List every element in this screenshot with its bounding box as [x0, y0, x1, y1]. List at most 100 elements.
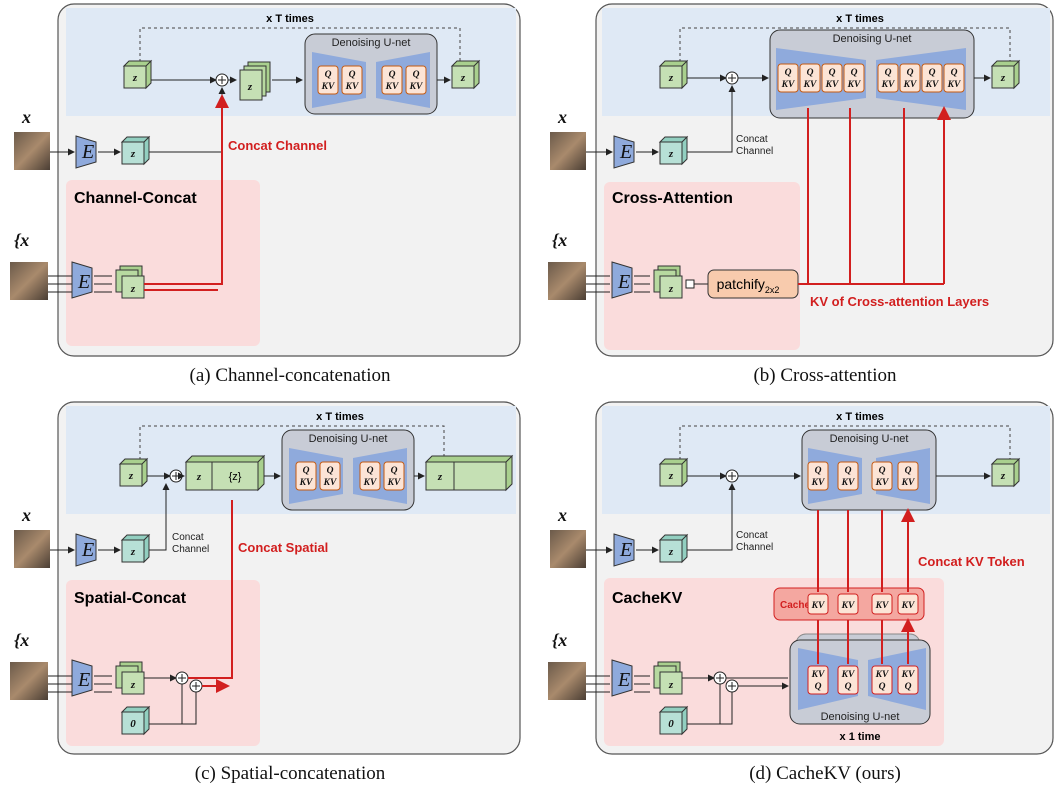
x-ref-label: {x	[14, 630, 29, 650]
qkv-token: QKV	[807, 461, 829, 491]
svg-text:Q: Q	[389, 70, 396, 80]
zt1-block: z	[424, 454, 514, 492]
svg-text:Q: Q	[391, 466, 398, 476]
red-arrow	[188, 500, 232, 686]
svg-text:Q: Q	[879, 466, 886, 476]
qkv-token: Q KV	[877, 63, 899, 93]
encoder-icon	[611, 261, 633, 299]
loop-label: x T times	[836, 411, 884, 423]
svg-text:Q: Q	[951, 68, 958, 78]
kv-label: KV of Cross-attention Layers	[810, 294, 989, 309]
svg-text:z: z	[247, 81, 253, 93]
svg-text:KV: KV	[875, 670, 889, 680]
svg-text:Q: Q	[327, 466, 334, 476]
svg-text:0: 0	[668, 718, 674, 730]
panel-b: x T times z Denoising U-net z x E z Conc…	[548, 3, 1054, 386]
svg-text:z: z	[128, 470, 134, 482]
svg-text:Q: Q	[413, 70, 420, 80]
svg-text:z: z	[668, 148, 674, 160]
encoder-icon	[613, 135, 635, 169]
zt1-cube: z	[450, 59, 481, 90]
lq-image	[550, 132, 586, 170]
svg-text:KV: KV	[947, 80, 961, 90]
svg-text:Q: Q	[905, 682, 912, 692]
caption: (b) Cross-attention	[753, 365, 897, 386]
zref-cube: z	[653, 661, 683, 695]
unet-label: Denoising U-net	[833, 33, 912, 45]
svg-text:Q: Q	[885, 68, 892, 78]
region-title: Channel-Concat	[74, 190, 197, 207]
svg-text:Q: Q	[845, 466, 852, 476]
zt1-cube: z	[990, 59, 1021, 90]
svg-text:E: E	[619, 141, 632, 163]
qkv-token: QKV	[897, 461, 919, 491]
svg-text:z: z	[1000, 72, 1006, 84]
zero-cube: 0	[120, 705, 151, 736]
svg-text:KV: KV	[841, 670, 855, 680]
svg-text:E: E	[81, 539, 94, 561]
ref-image	[548, 662, 586, 700]
red-arrows	[817, 510, 908, 592]
svg-text:Q: Q	[845, 682, 852, 692]
zero-cube: 0	[658, 705, 689, 736]
cache-label: Cache	[780, 600, 810, 611]
arrows	[726, 677, 788, 686]
arrow	[149, 483, 170, 551]
svg-text:KV: KV	[825, 80, 839, 90]
region-title: Cross-Attention	[612, 190, 733, 207]
encoder-icon	[611, 659, 633, 697]
ref-image	[548, 262, 586, 300]
svg-text:z: z	[196, 471, 202, 483]
red-arrow	[144, 94, 229, 285]
x-ref-label: {x	[552, 630, 567, 650]
cache-token-label: KV	[875, 601, 889, 611]
red-arrows	[807, 108, 944, 284]
svg-text:E: E	[619, 539, 632, 561]
encoder-icon	[75, 533, 97, 567]
qkv-token: KV Q	[871, 665, 893, 695]
arrow	[687, 85, 736, 153]
svg-text:z: z	[130, 679, 136, 691]
svg-text:0: 0	[130, 718, 136, 730]
arrows	[634, 675, 650, 693]
loop-arrow	[136, 27, 461, 68]
once-label: x 1 time	[840, 731, 881, 743]
x-lq-label: x	[21, 505, 31, 525]
plus-sign	[218, 76, 226, 84]
qkv-token: Q KV	[871, 461, 893, 491]
concat-label: Concat KV Token	[918, 554, 1025, 569]
svg-text:z: z	[437, 471, 443, 483]
unet-label: Denoising U-net	[830, 433, 909, 445]
svg-text:KV: KV	[387, 478, 401, 488]
loop-arrow	[676, 425, 1011, 466]
zt-stack: z	[239, 61, 271, 101]
svg-text:z: z	[668, 283, 674, 295]
panel-a: x T times z z Denoising U-net QKVQKVQKVQ…	[10, 3, 521, 386]
svg-text:Q: Q	[303, 466, 310, 476]
svg-text:z: z	[132, 72, 138, 84]
cache-token-label: KV	[811, 601, 825, 611]
x-ref-label: {x	[14, 230, 29, 250]
svg-text:KV: KV	[881, 80, 895, 90]
svg-text:KV: KV	[345, 82, 359, 92]
caption: (a) Channel-concatenation	[190, 365, 391, 386]
caption: (d) CacheKV (ours)	[749, 763, 901, 784]
concat-label: Concat Channel	[228, 138, 327, 153]
svg-text:Q: Q	[815, 682, 822, 692]
panel-d: x T times z Denoising U-net z x E z Conc…	[548, 401, 1054, 784]
svg-text:Q: Q	[851, 68, 858, 78]
svg-text:Q: Q	[879, 682, 886, 692]
svg-text:z: z	[460, 72, 466, 84]
qkv-token: QKV	[359, 461, 381, 491]
svg-text:KV: KV	[803, 80, 817, 90]
zref-cube: z	[115, 265, 145, 299]
svg-text:Q: Q	[785, 68, 792, 78]
loop-arrow	[676, 27, 1011, 68]
svg-text:KV: KV	[875, 478, 889, 488]
qkv-token: QKV	[921, 63, 943, 93]
svg-text:KV: KV	[299, 478, 313, 488]
